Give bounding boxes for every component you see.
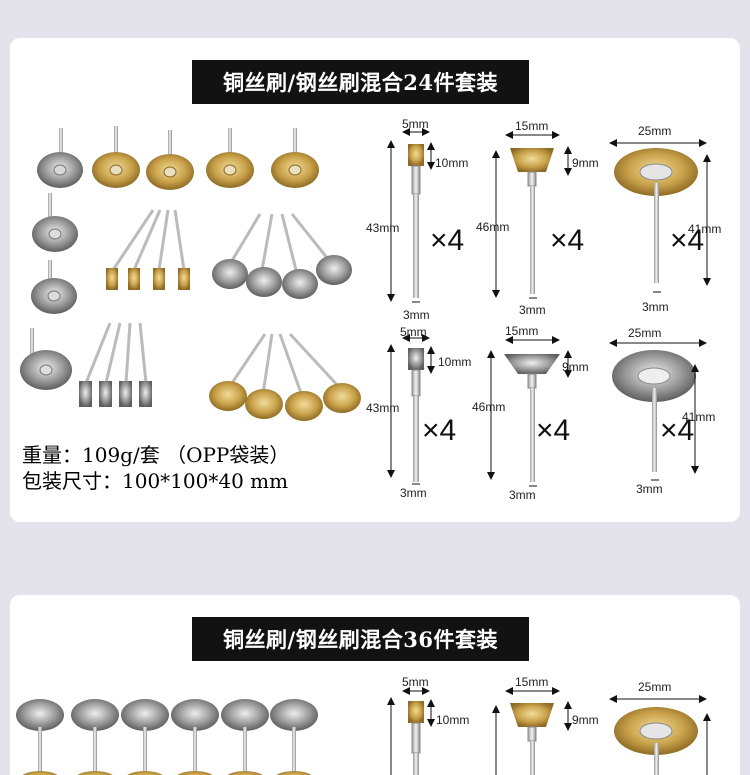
quantity-label: ×4 [422, 414, 457, 447]
diagram-pencil-brass [387, 687, 435, 775]
kit-24-title: 铜丝刷/钢丝刷混合24件套装 [192, 60, 529, 104]
dim-width-label: 25mm [638, 680, 672, 694]
dim-width-label: 5mm [402, 675, 429, 689]
kit-36-card: 铜丝刷/钢丝刷混合36件套装 [10, 595, 740, 775]
dim-shank-label: 3mm [403, 308, 430, 322]
dim-shank-label: 3mm [519, 303, 546, 317]
kit-24-card: 铜丝刷/钢丝刷混合24件套装 [10, 38, 740, 522]
dim-head-label: 10mm [436, 713, 470, 727]
kit-36-title: 铜丝刷/钢丝刷混合36件套装 [192, 617, 529, 661]
dim-width-label: 15mm [505, 324, 539, 338]
dim-width-label: 5mm [402, 117, 429, 131]
diagram-wheel-brass [609, 139, 711, 293]
kit-36-illustration [16, 687, 711, 775]
diagram-cup-brass [492, 687, 572, 775]
wheel-brush-brass-1 [92, 126, 140, 188]
dim-width-label: 15mm [515, 119, 549, 133]
dim-length-label: 46mm [476, 220, 510, 234]
dim-shank-label: 3mm [636, 482, 663, 496]
dim-length-label: 46mm [472, 400, 506, 414]
dim-width-label: 25mm [628, 326, 662, 340]
dim-width-label: 25mm [638, 124, 672, 138]
dim-head-label: 10mm [438, 355, 472, 369]
dim-width-label: 5mm [400, 325, 427, 339]
diagram-pencil-brass [387, 128, 435, 303]
quantity-label: ×4 [660, 414, 695, 447]
dim-width-label: 15mm [515, 675, 549, 689]
spec-weight: 重量：109g/套 （OPP袋装） [22, 443, 290, 467]
dim-shank-label: 3mm [642, 300, 669, 314]
wheel-brushes-brass-row [22, 771, 312, 775]
kit-24-illustration [20, 126, 711, 487]
dim-head-label: 10mm [435, 156, 469, 170]
wheel-brush-brass-3 [206, 128, 254, 188]
wheel-brushes-steel-row [16, 699, 318, 775]
wheel-brush-steel-small [37, 128, 83, 188]
kit-24-specs: 重量：109g/套 （OPP袋装） 包装尺寸：100*100*40 mm [22, 442, 289, 494]
wheel-brush-brass-4 [271, 128, 319, 188]
dim-length-label: 41mm [688, 222, 722, 236]
wheel-brush-steel-left-1 [32, 193, 78, 252]
diagram-wheel-steel [609, 339, 707, 481]
pencil-brushes-steel [79, 322, 152, 407]
dim-head-label: 9mm [572, 156, 599, 170]
diagram-wheel-brass [609, 695, 711, 775]
wheel-brush-brass-2 [146, 130, 194, 190]
wheel-brush-steel-left-2 [31, 260, 77, 314]
quantity-label: ×4 [536, 414, 571, 447]
diagram-cup-steel [487, 336, 572, 487]
diagram-cup-brass [492, 131, 572, 299]
dim-head-label: 9mm [562, 360, 589, 374]
pencil-brushes-brass [106, 209, 190, 290]
cup-brushes-steel [212, 213, 352, 299]
dim-shank-label: 3mm [400, 486, 427, 500]
diagram-pencil-steel [387, 334, 435, 485]
dim-length-label: 43mm [366, 401, 400, 415]
wheel-brush-steel-left-3 [20, 328, 72, 390]
dim-head-label: 9mm [572, 713, 599, 727]
quantity-label: ×4 [550, 224, 585, 257]
cup-brushes-brass [209, 332, 361, 421]
quantity-label: ×4 [670, 224, 705, 257]
dim-length-label: 41mm [682, 410, 716, 424]
spec-package-size: 包装尺寸：100*100*40 mm [22, 469, 289, 493]
dim-shank-label: 3mm [509, 488, 536, 502]
quantity-label: ×4 [430, 224, 465, 257]
dim-length-label: 43mm [366, 221, 400, 235]
